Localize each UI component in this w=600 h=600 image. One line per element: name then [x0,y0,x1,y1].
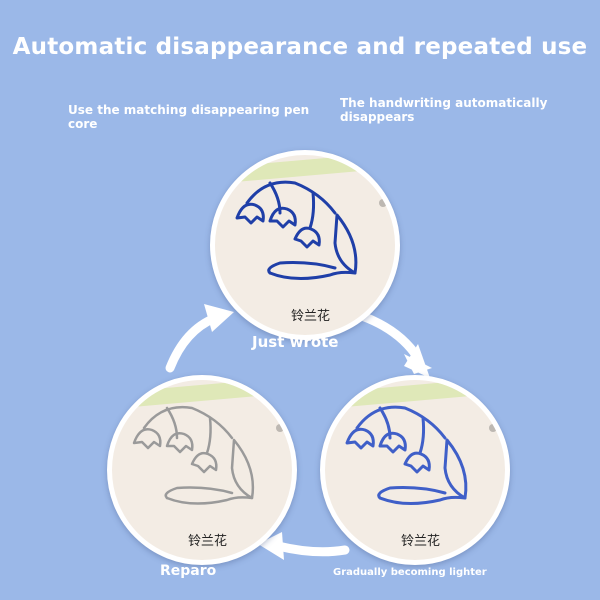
stage-just-wrote: 铃兰花 [210,150,400,340]
stage-label-just-wrote: Just wrote [252,333,339,351]
subtitle-left: Use the matching disappearing pen core [68,103,310,131]
lily-of-the-valley-drawing [132,405,255,505]
cycle-arrow-icon [357,311,423,363]
stage-reparo: 铃兰花 [107,375,297,565]
subtitle-right: The handwriting automatically disappears [340,96,548,124]
page-title: Automatic disappearance and repeated use [12,34,588,60]
paper-dot [276,424,284,432]
lily-of-the-valley-drawing [345,405,468,505]
paper-dot [489,424,497,432]
stage-caption: 铃兰花 [401,534,441,549]
cycle-arrow-icon [273,541,350,557]
stage-label-becoming-lighter: Gradually becoming lighter [333,567,487,578]
lily-of-the-valley-drawing [235,180,358,280]
cycle-arrow-icon [165,313,220,373]
paper-dot [379,199,387,207]
stage-becoming-lighter: 铃兰花 [320,375,510,565]
stage-caption: 铃兰花 [291,309,331,324]
stage-label-reparo: Reparo [160,563,217,579]
stage-caption: 铃兰花 [188,534,228,549]
